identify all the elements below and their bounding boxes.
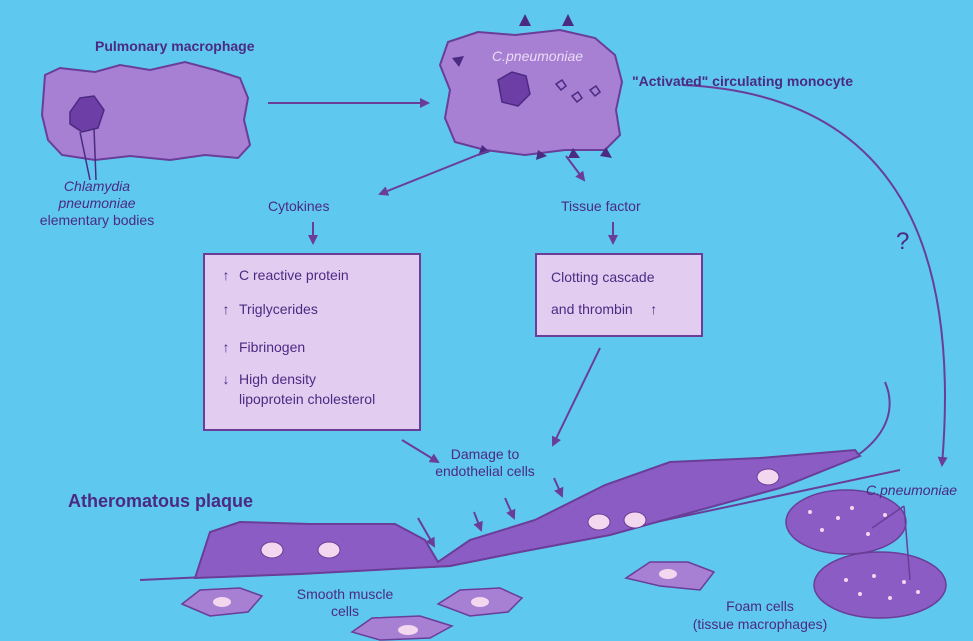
effect-fibrinogen: ↑ Fibrinogen [219, 339, 305, 355]
effect-label: Triglycerides [239, 301, 318, 317]
damage-label-line2: endothelial cells [410, 463, 560, 480]
effect-label: High density [239, 371, 316, 387]
chlamydia-label-line2: pneumoniae [42, 195, 152, 212]
pulmonary-macrophage-label: Pulmonary macrophage [95, 38, 255, 55]
question-mark-label: ? [896, 228, 909, 256]
down-arrow-icon: ↓ [219, 371, 233, 387]
effect-label: C reactive protein [239, 267, 349, 283]
effect-crp: ↑ C reactive protein [219, 267, 349, 283]
up-arrow-icon: ↑ [219, 267, 233, 283]
clotting-label: and thrombin [551, 301, 633, 317]
chlamydia-label: Chlamydia [42, 178, 152, 195]
up-arrow-icon: ↑ [219, 339, 233, 355]
smooth-muscle-label: Smooth muscle [280, 586, 410, 603]
foam-cells-label-line2: (tissue macrophages) [670, 616, 850, 633]
effect-label: Fibrinogen [239, 339, 305, 355]
clotting-line2: and thrombin ↑ [551, 301, 667, 317]
up-arrow-icon: ↑ [647, 301, 661, 317]
effect-hdl: ↓ High density [219, 371, 316, 387]
uncertain-path-arrow [683, 85, 945, 465]
cytokine-effects-box: ↑ C reactive protein ↑ Triglycerides ↑ F… [203, 253, 421, 431]
c-pneumoniae-foam-label: C.pneumoniae [866, 482, 957, 499]
arrow-to-tissue-factor [566, 156, 584, 180]
atheromatous-plaque-label: Atheromatous plaque [68, 490, 253, 512]
damage-label: Damage to [410, 446, 560, 463]
foam-cells-label: Foam cells [690, 598, 830, 615]
effect-hdl-continuation: lipoprotein cholesterol [239, 391, 375, 407]
up-arrow-icon: ↑ [219, 301, 233, 317]
foam-cell-upper [786, 490, 906, 554]
effect-triglycerides: ↑ Triglycerides [219, 301, 318, 317]
elementary-bodies-label: elementary bodies [22, 212, 172, 229]
tissue-factor-label: Tissue factor [561, 198, 641, 215]
arrow-to-cytokines [380, 150, 490, 194]
foam-cell-lower [814, 552, 946, 618]
clotting-line1: Clotting cascade [551, 269, 655, 285]
clotting-box: Clotting cascade and thrombin ↑ [535, 253, 703, 337]
c-pneumoniae-label: C.pneumoniae [492, 48, 583, 65]
cytokines-label: Cytokines [268, 198, 329, 215]
smooth-muscle-label-line2: cells [280, 603, 410, 620]
activated-monocyte-label: "Activated" circulating monocyte [632, 73, 853, 90]
